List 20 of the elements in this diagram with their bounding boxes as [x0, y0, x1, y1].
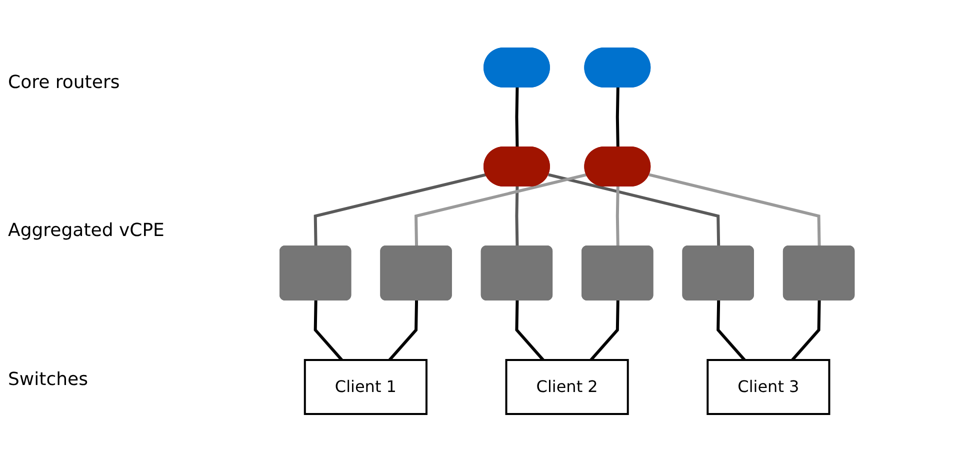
connector: [649, 173, 822, 247]
connector: [414, 173, 588, 247]
node-box: Client 3: [707, 359, 831, 415]
layer-label: Switches: [8, 369, 89, 390]
connector: [516, 87, 520, 148]
connector: [717, 300, 746, 361]
connector: [314, 300, 344, 361]
connector: [314, 173, 487, 247]
node-box: Client 2: [506, 359, 630, 415]
connector: [616, 186, 620, 247]
connector: [516, 300, 545, 361]
connector: [590, 300, 620, 361]
connector: [516, 186, 520, 247]
layer-label: Core routers: [8, 72, 121, 93]
layer-label: Aggregated vCPE: [8, 220, 166, 242]
connector: [792, 300, 822, 361]
connector: [548, 173, 721, 247]
connector: [616, 87, 620, 148]
connector: [388, 300, 418, 361]
node-box: Client 1: [304, 359, 428, 415]
